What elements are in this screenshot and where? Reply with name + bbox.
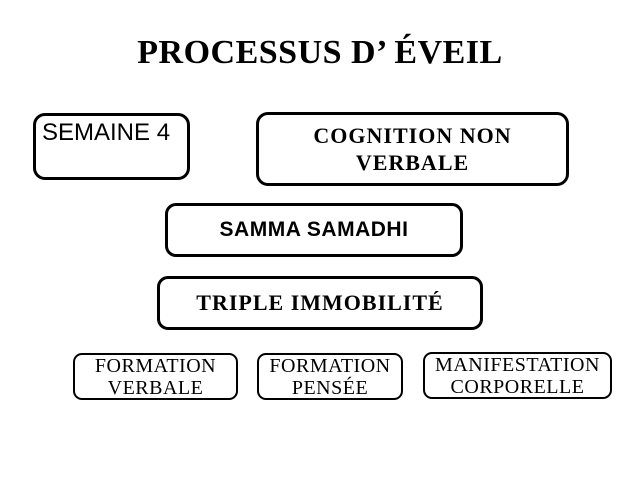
box-cognition-non-verbale: COGNITION NON VERBALE [256,112,569,186]
box-manifestation-corporelle-label: MANIFESTATION CORPORELLE [435,353,600,398]
box-formation-pensee-label: FORMATION PENSÉE [269,354,391,399]
box-cognition-non-verbale-label: COGNITION NON VERBALE [313,122,512,176]
box-triple-immobilite-label: TRIPLE IMMOBILITÉ [196,290,444,315]
box-triple-immobilite: TRIPLE IMMOBILITÉ [157,276,483,330]
box-formation-verbale: FORMATION VERBALE [73,353,238,400]
box-semaine-4: SEMAINE 4 [33,113,190,180]
box-formation-pensee: FORMATION PENSÉE [257,353,403,400]
box-semaine-4-label: SEMAINE 4 [42,119,171,146]
box-formation-verbale-label: FORMATION VERBALE [94,354,217,399]
box-samma-samadhi-label: SAMMA SAMADHI [219,218,409,241]
box-samma-samadhi: SAMMA SAMADHI [165,203,463,257]
slide-title: PROCESSUS D’ ÉVEIL [137,34,503,71]
box-manifestation-corporelle: MANIFESTATION CORPORELLE [423,352,612,399]
